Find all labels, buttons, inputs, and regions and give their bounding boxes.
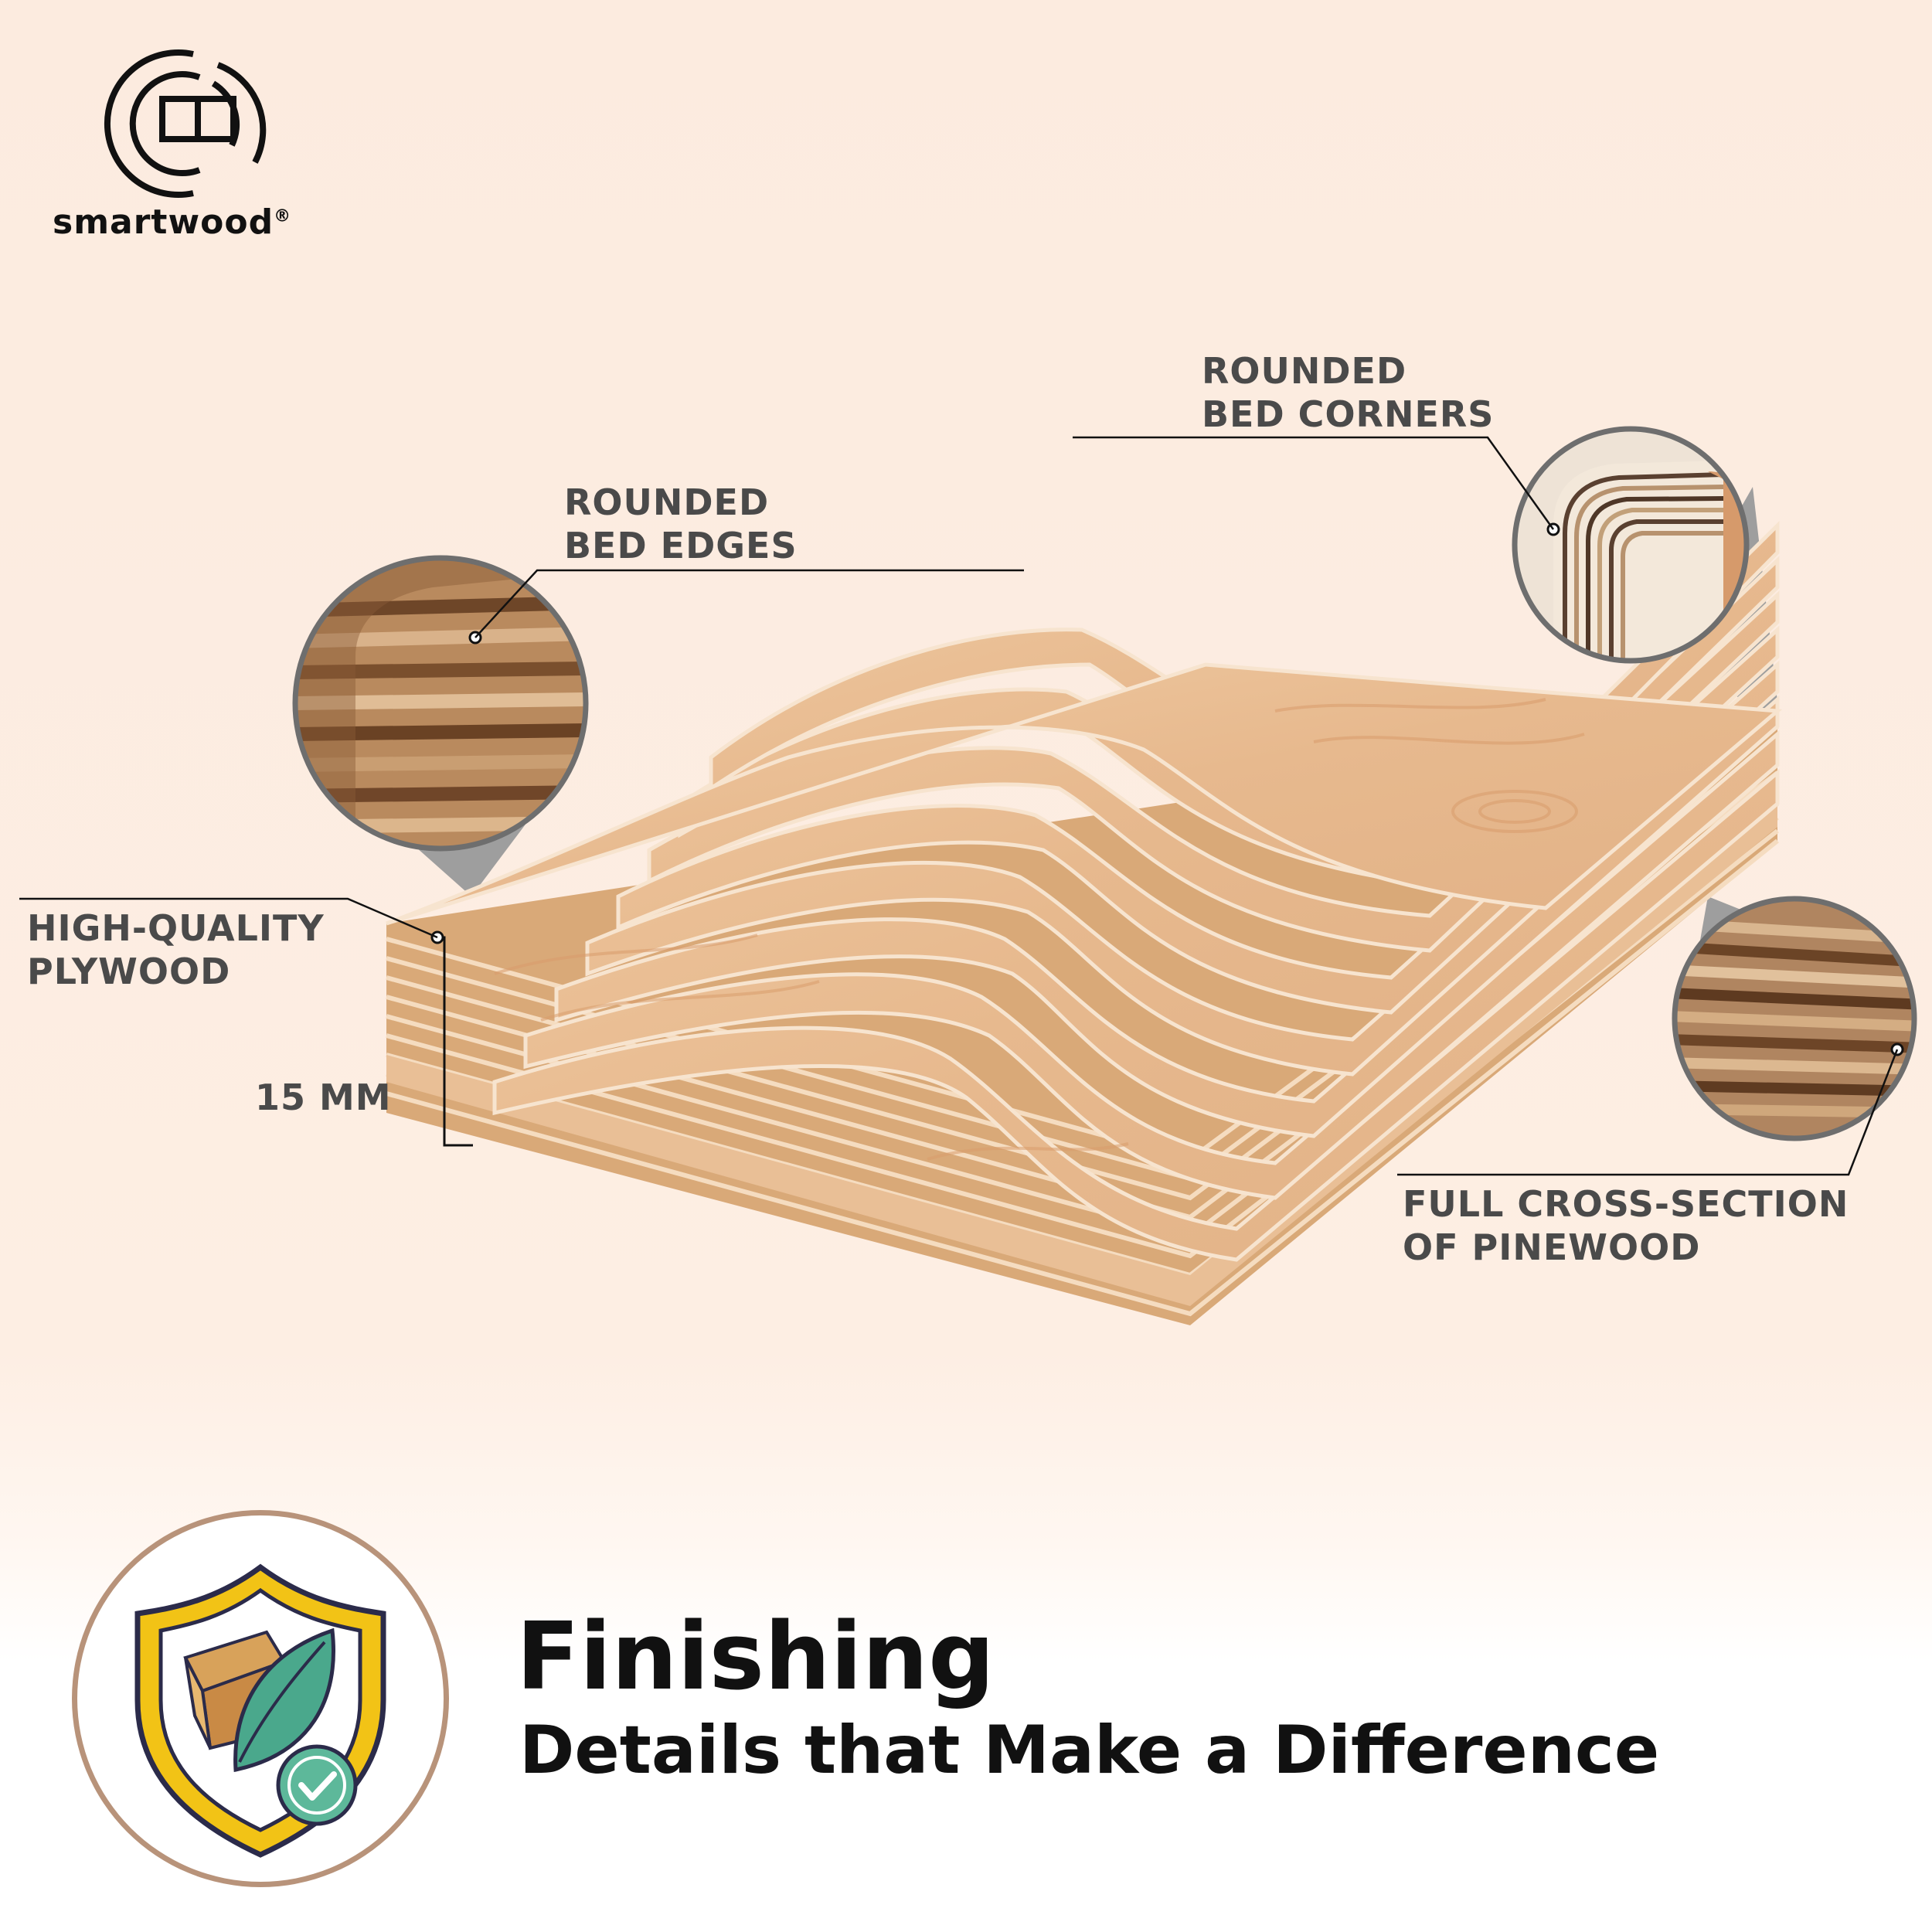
callout-rounded-corners-line2: BED CORNERS <box>1202 393 1495 435</box>
callout-cross-section-line1: FULL CROSS-SECTION <box>1403 1183 1849 1225</box>
shield-wood-leaf-check-icon <box>72 1510 449 1887</box>
callout-plywood-line1: HIGH-QUALITY <box>27 907 325 949</box>
plywood-stack <box>386 521 1783 1325</box>
plywood-callout-line <box>19 897 438 939</box>
callout-rounded-edges: ROUNDED BED EDGES <box>564 481 798 567</box>
brand-name: smartwood® <box>53 202 292 242</box>
footer-subtitle: Details that Make a Difference <box>519 1712 1660 1789</box>
magnifier-cross-section <box>1397 896 1917 1176</box>
callout-cross-section-line2: OF PINEWOOD <box>1403 1226 1701 1268</box>
magnifier-rounded-corners <box>1073 426 1750 664</box>
callout-rounded-corners-line1: ROUNDED <box>1202 350 1407 392</box>
footer-title: Finishing <box>516 1604 995 1711</box>
callout-plywood: HIGH-QUALITY PLYWOOD <box>27 906 325 993</box>
callout-rounded-edges-line2: BED EDGES <box>564 525 798 566</box>
callout-thickness: 15 MM <box>255 1077 392 1118</box>
callout-rounded-corners: ROUNDED BED CORNERS <box>1202 349 1494 436</box>
smartwood-logo-icon <box>104 49 267 198</box>
thickness-bracket <box>430 930 473 1147</box>
callout-rounded-edges-line1: ROUNDED <box>564 481 770 523</box>
callout-plywood-line2: PLYWOOD <box>27 951 231 992</box>
callout-cross-section: FULL CROSS-SECTION OF PINEWOOD <box>1403 1182 1849 1269</box>
